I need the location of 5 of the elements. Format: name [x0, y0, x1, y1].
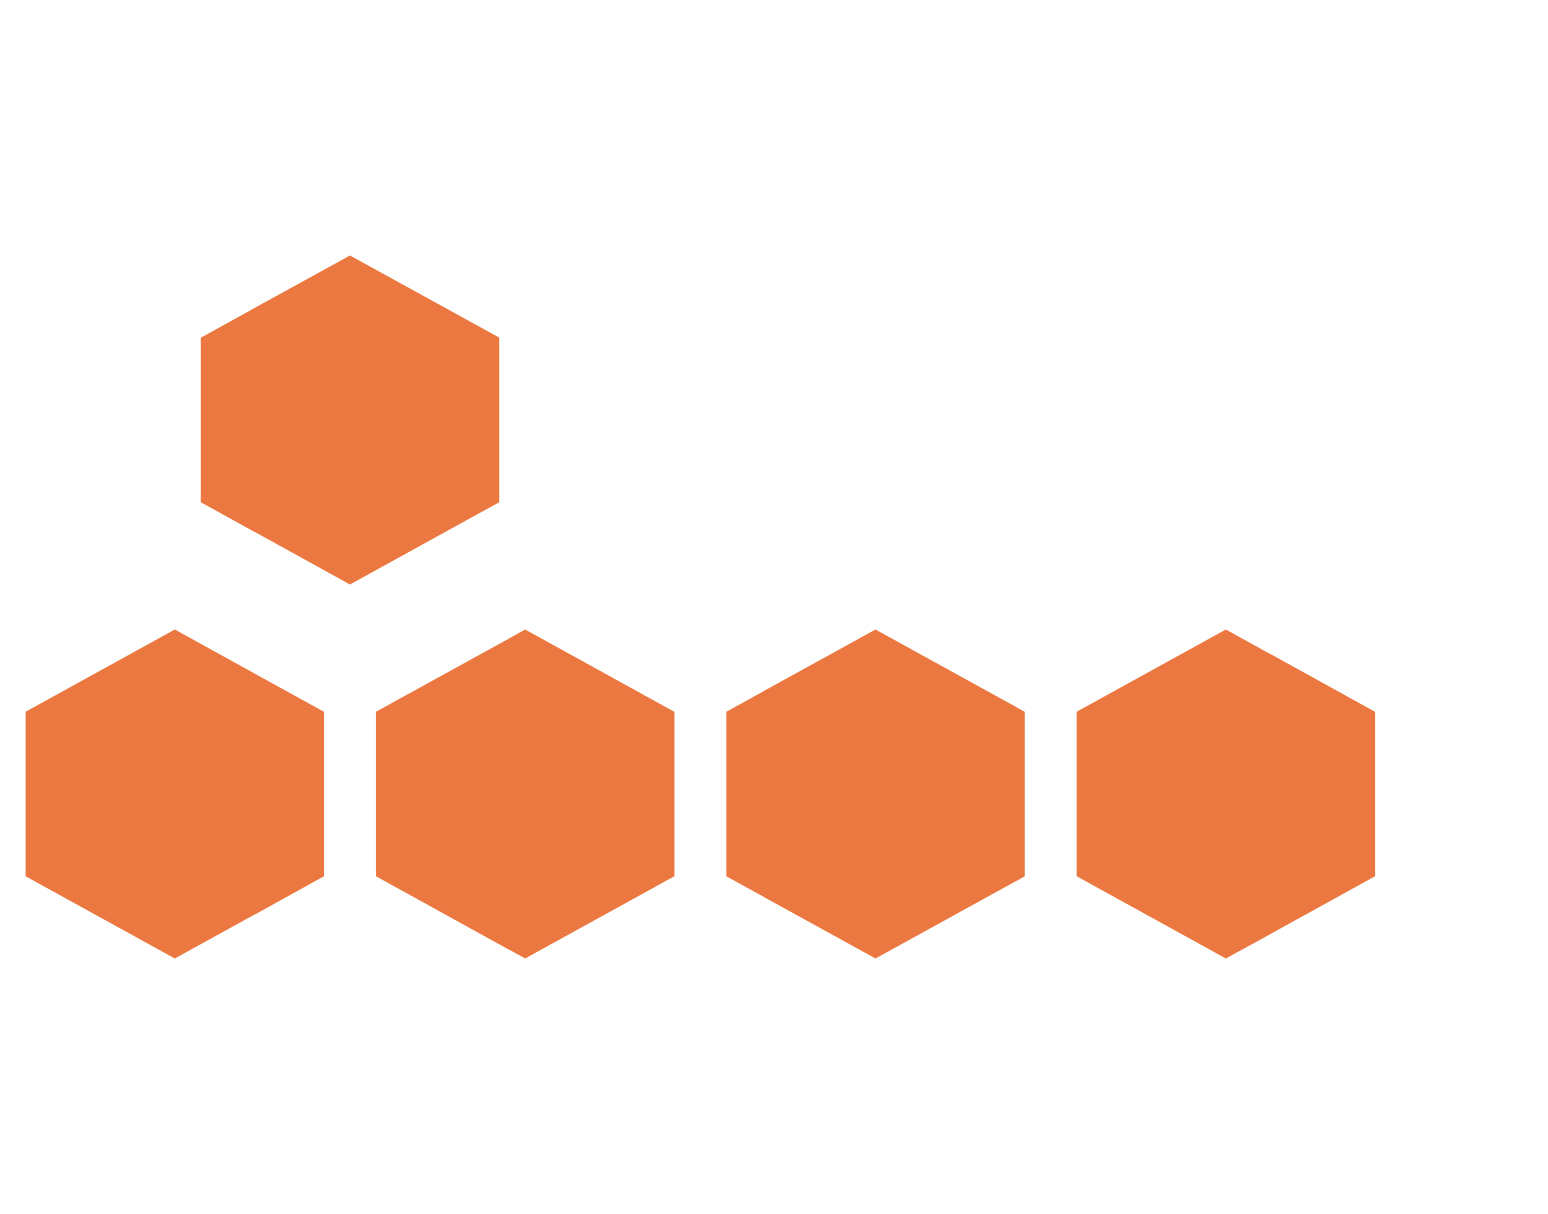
node-hexagon [1076, 629, 1376, 959]
node-hexagon [726, 629, 1025, 959]
node-hexagon [25, 629, 325, 959]
node-hexagon [375, 629, 675, 959]
node-hexagon [200, 255, 500, 585]
